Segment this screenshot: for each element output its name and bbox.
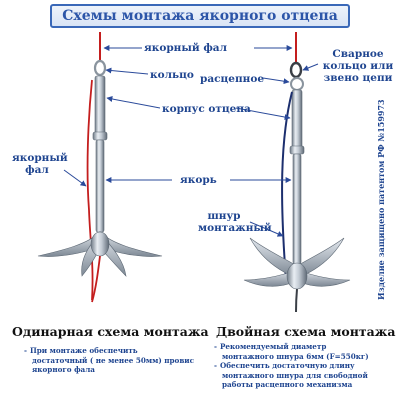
label-welded-ring-line1: Сварное <box>332 48 384 60</box>
double-note-1-line2: монтажного шнура 6мм (F=550кг) <box>222 351 369 361</box>
label-anchor-rope-side: якорный фал <box>12 152 68 176</box>
label-ring: кольцо <box>150 69 194 81</box>
label-mounting-cord-line2: монтажный <box>198 222 272 234</box>
single-note-1-line2: достаточный ( не менее 50мм) провис <box>32 355 195 365</box>
anchor-fluke <box>243 269 298 287</box>
single-scheme-title: Одинарная схема монтажа <box>12 324 209 339</box>
anchor-rope-side-left <box>86 79 94 301</box>
release-ring-right <box>290 77 304 91</box>
label-welded-ring-line3: звено цепи <box>323 72 393 84</box>
release-body-right <box>291 89 303 149</box>
label-release-body: корпус отцепа <box>162 103 251 115</box>
anchor-fluke <box>296 237 345 277</box>
patent-notice: Изделие защищено патентом РФ №159973 <box>376 99 386 300</box>
anchor-shank-right <box>292 153 302 265</box>
double-note-2-line2: монтажного шнура для свободной <box>222 370 368 380</box>
double-scheme-title: Двойная схема монтажа <box>216 324 396 339</box>
ring-left <box>93 59 107 77</box>
single-note-1: -При монтаже обеспечить достаточный ( не… <box>24 346 195 374</box>
label-anchor-rope-side-line1: якорный <box>12 152 68 164</box>
single-scheme-notes: -При монтаже обеспечить достаточный ( не… <box>24 346 194 375</box>
double-note-2: -Обеспечить достаточную длину монтажного… <box>214 361 368 389</box>
title-banner: Схемы монтажа якорного отцепа <box>50 4 350 28</box>
anchor-fluke <box>37 231 101 257</box>
double-note-2-line1: Обеспечить достаточную длину <box>219 361 355 370</box>
release-body-left <box>94 75 106 135</box>
label-welded-ring: Сварное кольцо или звено цепи <box>318 48 398 84</box>
label-mounting-cord: шнур монтажный <box>198 210 272 234</box>
single-scheme-anchor <box>37 32 163 303</box>
pointer-arrows <box>63 45 319 237</box>
label-anchor-rope-side-line2: фал <box>25 164 49 176</box>
single-note-1-line3: якорного фала <box>32 365 95 374</box>
anchor-fluke <box>249 237 298 277</box>
double-note-1: -Рекомендуемый диаметр монтажного шнура … <box>214 342 369 361</box>
double-scheme-anchor <box>243 32 351 313</box>
label-welded-ring-line2: кольцо или <box>322 60 394 72</box>
anchor-fluke <box>296 269 351 287</box>
anchor-shank-left <box>95 139 105 233</box>
label-anchor-rope-top: якорный фал <box>144 42 228 54</box>
single-note-1-line1: При монтаже обеспечить <box>29 346 138 355</box>
label-release-ring: расцепное <box>200 73 265 85</box>
page-title: Схемы монтажа якорного отцепа <box>62 8 338 24</box>
label-mounting-cord-line1: шнур <box>207 210 241 222</box>
welded-ring-right <box>289 61 303 79</box>
mounting-cord-right <box>281 91 293 281</box>
double-note-1-line1: Рекомендуемый диаметр <box>219 342 327 351</box>
double-scheme-notes: -Рекомендуемый диаметр монтажного шнура … <box>214 342 369 390</box>
double-note-2-line3: работы расцепного механизма <box>222 380 353 389</box>
label-anchor: якорь <box>180 174 217 186</box>
